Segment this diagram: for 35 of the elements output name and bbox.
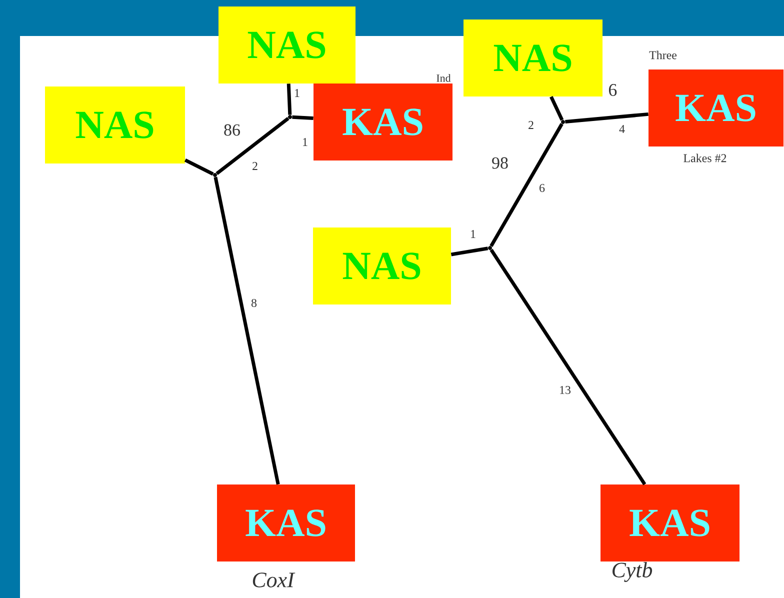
- branch-length: 2: [527, 120, 535, 130]
- branch-length: 1: [469, 229, 477, 239]
- branch-length: 1: [301, 137, 309, 147]
- species-box: KAS: [314, 84, 452, 160]
- support-value: 6: [608, 84, 617, 96]
- tree-branch: [490, 123, 564, 247]
- support-value: 86: [224, 124, 240, 136]
- tree-branch: [292, 115, 314, 120]
- tree-junction: [213, 173, 217, 177]
- tree-branch: [286, 84, 292, 115]
- tree-branch: [216, 116, 290, 176]
- tree-junction: [488, 246, 492, 250]
- tree-branch: [550, 96, 564, 121]
- species-box: KAS: [217, 484, 355, 562]
- branch-length: 8: [250, 298, 258, 308]
- branch-length: 4: [618, 124, 626, 134]
- species-box: NAS: [45, 86, 185, 164]
- tree-branch: [490, 248, 646, 486]
- branch-length: 2: [251, 161, 259, 171]
- species-box: NAS: [313, 228, 451, 304]
- tree-branch: [565, 112, 648, 124]
- tree-branch: [450, 246, 488, 256]
- tree-branch: [214, 176, 280, 485]
- branch-length: 13: [558, 385, 572, 396]
- species-box: NAS: [218, 6, 356, 84]
- species-box: KAS: [600, 484, 740, 562]
- species-box: NAS: [464, 20, 602, 96]
- tree-branch: [184, 158, 214, 176]
- tree-junction: [288, 115, 292, 119]
- branch-length: 6: [538, 183, 546, 194]
- branch-length: 1: [293, 88, 301, 98]
- tree-junction: [561, 120, 565, 124]
- taxon-label: Ind: [436, 74, 451, 82]
- species-box: KAS: [648, 70, 784, 146]
- support-value: 98: [492, 157, 508, 169]
